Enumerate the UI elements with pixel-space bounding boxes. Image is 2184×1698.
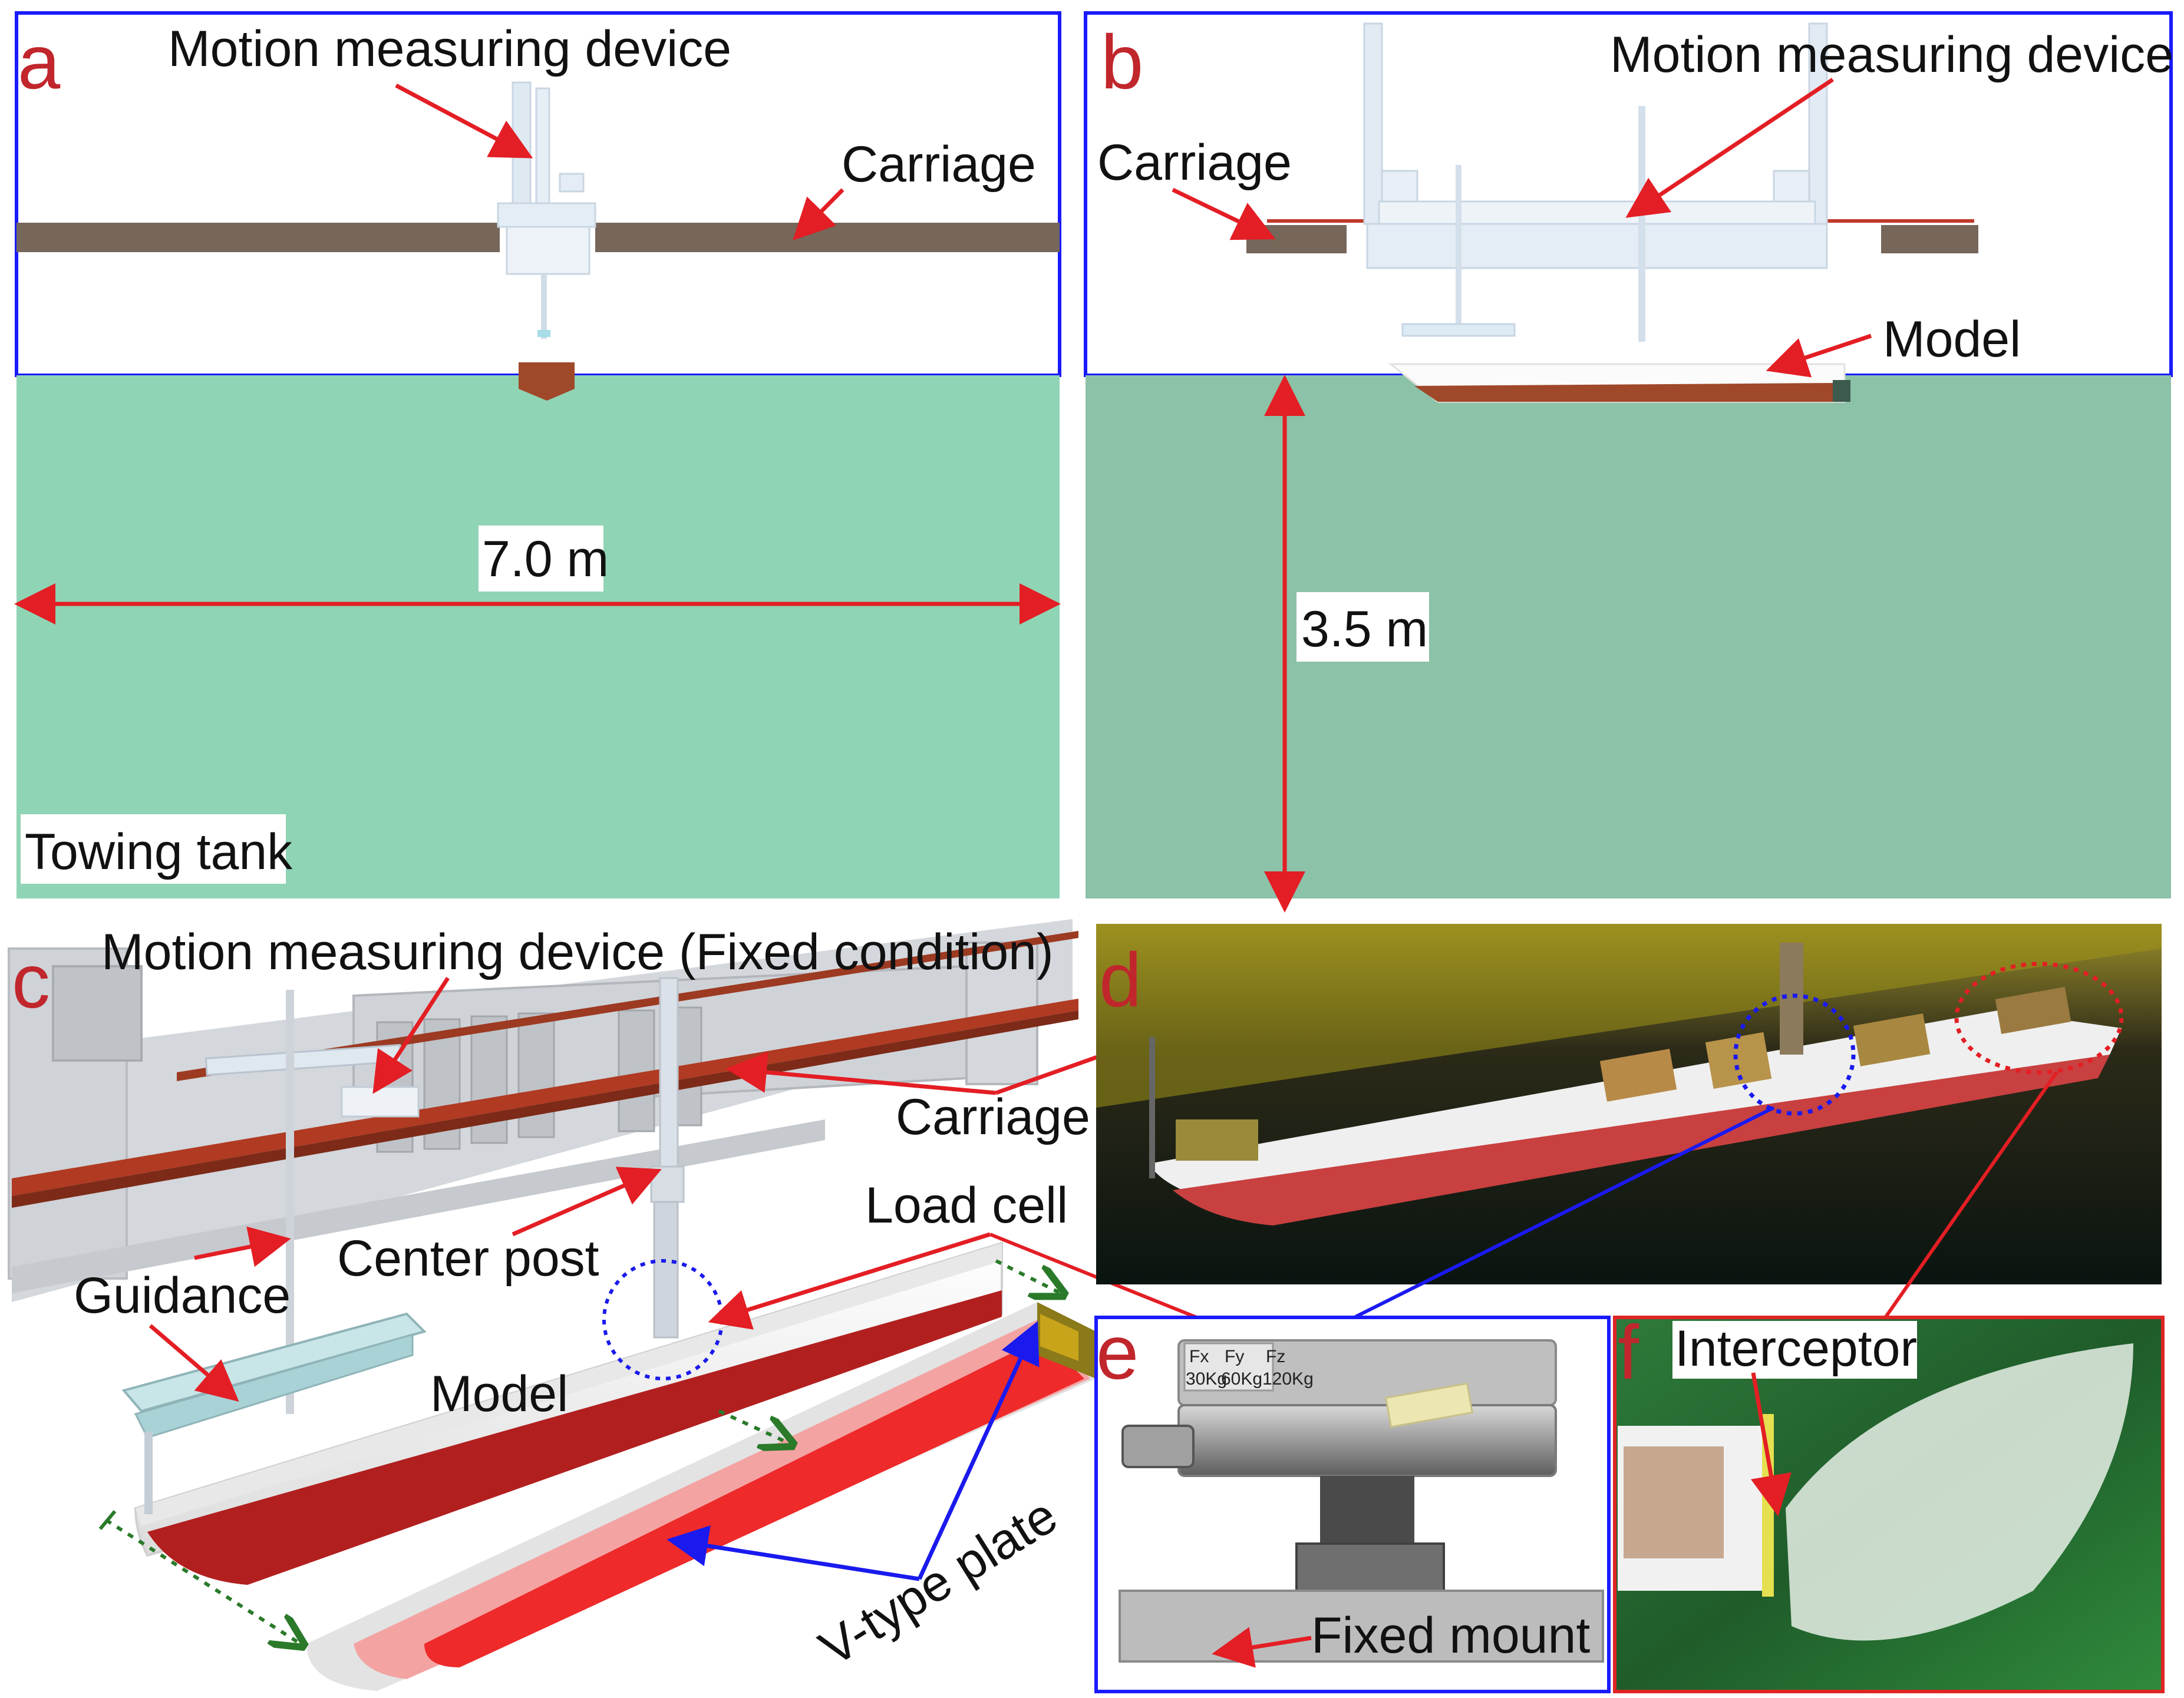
panel-e: Fx Fy Fz 30Kg 60Kg 120Kg e Fixed mount [1094, 1309, 1611, 1693]
panel-b-model [1388, 363, 1850, 403]
panel-c-guidance-arrow-1 [194, 1226, 291, 1267]
panel-c-carriage-label: Carriage [896, 1089, 1090, 1145]
panel-a-carriage-right [595, 223, 1060, 252]
panel-d-interceptor-highlight [1954, 962, 2124, 1075]
panel-c-load-cell-arrow [708, 1232, 991, 1330]
panel-f: f Interceptor [1613, 1309, 2165, 1693]
panel-b-carriage-left [1246, 225, 1347, 253]
panel-d-model [1149, 943, 2122, 1225]
panel-d-to-e-line [1354, 1106, 1775, 1319]
panel-c-motion-arrow [372, 977, 450, 1094]
panel-c-load-cell-label: Load cell [865, 1177, 1068, 1234]
panel-c-dim-aft-tick [98, 1510, 117, 1530]
panel-b-model-label: Model [1883, 311, 2021, 368]
panel-b: b Motion measuring device Carriage Model… [1084, 11, 2173, 913]
panel-e-sensor-fx-range: 30Kg [1186, 1369, 1227, 1389]
panel-c-guidance-arrow-2 [149, 1324, 239, 1402]
panel-c-v-plate-arrow-2 [917, 1321, 1040, 1580]
panel-c: c Motion measuring device (Fixed conditi… [6, 919, 1408, 1691]
panel-d-to-f-line [1884, 1071, 2058, 1318]
panel-c-dim-mid [718, 1409, 790, 1443]
panel-d: d [1096, 924, 2162, 1319]
panel-c-center-post-label: Center post [337, 1230, 599, 1287]
panel-a-carriage-arrow [793, 188, 844, 240]
panel-a-motion-label: Motion measuring device [168, 21, 731, 77]
panel-f-spray [1786, 1343, 2133, 1641]
panel-b-letter: b [1101, 19, 1143, 105]
panel-a-carriage-left [17, 223, 500, 252]
panel-d-letter: d [1099, 937, 1142, 1023]
panel-e-load-cell: Fx Fy Fz 30Kg 60Kg 120Kg [1119, 1339, 1604, 1663]
panel-c-guidance-label: Guidance [74, 1267, 291, 1324]
panel-a-carriage-label: Carriage [842, 136, 1036, 193]
panel-e-sensor-fy-range: 60Kg [1221, 1369, 1262, 1389]
panel-c-v-plate [306, 1302, 1096, 1691]
panel-e-sensor-fz: Fz [1266, 1347, 1285, 1366]
panel-c-model-label: Model [430, 1366, 568, 1422]
panel-f-interceptor-label-bg [1672, 1321, 1917, 1379]
panel-c-v-plate-arrow-1 [667, 1525, 920, 1581]
panel-c-letter: c [12, 938, 50, 1024]
panel-a-width-label: 7.0 m [482, 531, 609, 587]
panel-b-motion-arrow [1625, 78, 1834, 218]
panel-e-sensor-fx: Fx [1189, 1347, 1209, 1366]
panel-a-width-label-bg [479, 526, 603, 592]
panel-b-carriage-label: Carriage [1097, 134, 1292, 191]
panel-e-fixed-mount-arrow [1212, 1627, 1312, 1668]
panel-c-model [134, 1241, 1003, 1585]
panel-b-model-arrow [1766, 333, 1872, 378]
panel-a-motion-arrow [395, 83, 533, 158]
panel-c-center-post-arrow [512, 1167, 662, 1237]
panel-d-load-cell-highlight [1733, 993, 1856, 1116]
panel-b-motion-label: Motion measuring device [1610, 27, 2173, 83]
panel-b-carriage-arrow [1172, 187, 1276, 240]
panel-b-motion-device [1363, 22, 1828, 342]
panel-a: a Motion measuring device Carriage 7.0 m… [14, 11, 1061, 898]
panel-e-fixed-mount-label: Fixed mount [1311, 1607, 1590, 1664]
panel-f-interceptor-arrow [1750, 1372, 1792, 1517]
panel-f-letter: f [1618, 1309, 1639, 1395]
panel-a-letter: a [18, 19, 61, 105]
panel-c-motion-label: Motion measuring device (Fixed condition… [101, 924, 1054, 980]
panel-a-motion-device [497, 81, 596, 401]
panel-f-transom [1618, 1414, 1774, 1597]
panel-b-carriage-right [1881, 225, 1978, 253]
panel-a-tank-label-bg [21, 814, 286, 884]
panel-a-tank-label: Towing tank [25, 824, 293, 880]
panel-e-sensor-fz-range: 120Kg [1262, 1369, 1314, 1389]
panel-e-sensor-fy: Fy [1225, 1347, 1244, 1366]
panel-b-depth-label: 3.5 m [1301, 601, 1428, 658]
panel-b-depth-label-bg [1296, 592, 1429, 662]
panel-a-water [17, 375, 1060, 898]
panel-e-letter: e [1096, 1309, 1139, 1395]
panel-f-interceptor-label: Interceptor [1675, 1320, 1917, 1377]
panel-b-water [1086, 375, 2171, 898]
panel-c-carriage-arrow-1 [725, 1052, 997, 1095]
